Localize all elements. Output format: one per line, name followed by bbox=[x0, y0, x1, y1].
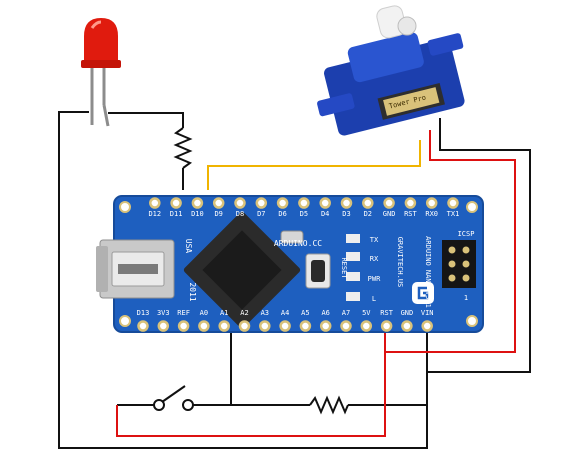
resistor-r1 bbox=[173, 127, 193, 169]
bottom-pin-a3-6 bbox=[259, 320, 271, 332]
board-year-label: 2011 bbox=[188, 282, 197, 301]
push-switch bbox=[153, 385, 194, 411]
bottom-pin-rst-12 bbox=[380, 320, 393, 332]
top-pin-header: TX1 RX0 RST GND D2 D3 D4 D5 D6 D7 D8 D9 D10 D11 D12 bbox=[148, 197, 460, 218]
status-led-tx bbox=[346, 234, 360, 243]
status-led-pwr bbox=[346, 272, 360, 281]
wire-5v-switch bbox=[116, 352, 386, 437]
bottom-pin-label-a7-10: A7 bbox=[342, 309, 350, 317]
resistor-r2 bbox=[309, 395, 349, 415]
bottom-pin-ref-2 bbox=[177, 320, 190, 332]
bottom-pin-label-a0-3: A0 bbox=[200, 309, 208, 317]
top-pin-label-tx1-0: TX1 bbox=[447, 210, 460, 218]
usb-connector bbox=[96, 239, 175, 299]
board-model-label: ARDUINO NANO V3.1 bbox=[424, 236, 432, 308]
board-usa-label: USA bbox=[184, 239, 193, 254]
gravitech-logo bbox=[412, 282, 434, 304]
led bbox=[81, 18, 121, 127]
bottom-pin-a2-5 bbox=[238, 320, 251, 332]
status-led-label-tx: TX bbox=[370, 236, 379, 244]
top-pin-d6-8 bbox=[276, 197, 289, 209]
top-pin-gnd-3 bbox=[383, 197, 395, 209]
top-pin-d11-13 bbox=[170, 197, 182, 209]
top-pin-d8-10 bbox=[234, 197, 246, 209]
top-pin-d7-9 bbox=[255, 197, 268, 209]
board-icsp-label: ICSP bbox=[458, 230, 475, 238]
wire-servo-power bbox=[384, 130, 516, 353]
top-pin-d2-4 bbox=[362, 197, 374, 209]
top-pin-d5-7 bbox=[298, 197, 310, 209]
top-pin-label-rx0-1: RX0 bbox=[425, 210, 438, 218]
wire-led-to-resistor bbox=[108, 112, 184, 128]
board-brand-label: ARDUINO.CC bbox=[274, 239, 322, 248]
bottom-pin-label-a1-4: A1 bbox=[220, 309, 228, 317]
top-pin-label-d8-10: D8 bbox=[236, 210, 244, 218]
bottom-pin-label-a5-8: A5 bbox=[301, 309, 309, 317]
bottom-pin-vin-14 bbox=[421, 320, 433, 332]
arduino-nano-board: ARDUINO.CC RESET USA 2011 ARDUINO NANO V… bbox=[96, 195, 484, 333]
top-pin-label-d7-9: D7 bbox=[257, 210, 265, 218]
bottom-pin-gnd-13 bbox=[401, 320, 413, 332]
reset-button bbox=[305, 253, 331, 289]
bottom-pin-label-vin-14: VIN bbox=[421, 309, 434, 317]
bottom-pin-label-a2-5: A2 bbox=[240, 309, 248, 317]
bottom-pin-a1-4 bbox=[218, 320, 230, 332]
top-pin-d9-11 bbox=[212, 197, 225, 209]
top-pin-label-d5-7: D5 bbox=[300, 210, 308, 218]
board-reset-label: RESET bbox=[340, 257, 348, 279]
top-pin-tx1-0 bbox=[447, 197, 459, 209]
top-pin-label-d10-12: D10 bbox=[191, 210, 204, 218]
bottom-pin-label-a3-6: A3 bbox=[261, 309, 269, 317]
bottom-pin-a4-7 bbox=[279, 320, 291, 332]
bottom-pin-label-a4-7: A4 bbox=[281, 309, 289, 317]
bottom-pin-a7-10 bbox=[340, 320, 352, 332]
bottom-pin-label-a6-9: A6 bbox=[321, 309, 329, 317]
wire-servo-signal bbox=[207, 140, 421, 190]
top-pin-label-d6-8: D6 bbox=[278, 210, 286, 218]
bottom-pin-label-gnd-13: GND bbox=[401, 309, 414, 317]
top-pin-label-d11-13: D11 bbox=[170, 210, 183, 218]
bottom-pin-header: D13 3V3 REF A0 A1 A2 A3 A4 A5 A6 A7 5V RST GND VIN bbox=[137, 309, 434, 332]
top-pin-rst-2 bbox=[404, 197, 417, 209]
bottom-pin-label-ref-2: REF bbox=[177, 309, 190, 317]
top-pin-d10-12 bbox=[191, 197, 204, 209]
status-led-label-l: L bbox=[372, 295, 376, 303]
bottom-pin-label-d13-0: D13 bbox=[137, 309, 150, 317]
microcontroller-chip bbox=[183, 211, 301, 329]
wire-servo-ground bbox=[427, 118, 531, 373]
top-pin-label-d3-5: D3 bbox=[342, 210, 350, 218]
bottom-pin-a5-8 bbox=[299, 320, 312, 332]
status-led-l bbox=[346, 292, 360, 301]
status-led-rx bbox=[346, 252, 360, 261]
icsp-header bbox=[442, 240, 476, 288]
bottom-pin-label-rst-12: RST bbox=[380, 309, 393, 317]
top-pin-rx0-1 bbox=[425, 197, 438, 209]
top-pin-label-d12-14: D12 bbox=[148, 210, 161, 218]
top-pin-d4-6 bbox=[319, 197, 331, 209]
top-pin-label-gnd-3: GND bbox=[383, 210, 396, 218]
bottom-pin-a0-3 bbox=[198, 320, 210, 332]
top-pin-label-d4-6: D4 bbox=[321, 210, 329, 218]
status-led-label-pwr: PWR bbox=[368, 275, 381, 283]
top-pin-label-d2-4: D2 bbox=[364, 210, 372, 218]
top-pin-label-rst-2: RST bbox=[404, 210, 417, 218]
status-led-labels: TX RX PWR L bbox=[368, 236, 381, 303]
bottom-pin-d13-0 bbox=[137, 320, 149, 332]
bottom-pin-label-5v-11: 5V bbox=[362, 309, 371, 317]
crystal bbox=[280, 230, 304, 244]
bottom-pin-3v3-1 bbox=[157, 320, 170, 332]
bottom-pin-a6-9 bbox=[319, 320, 332, 332]
top-pin-label-d9-11: D9 bbox=[214, 210, 222, 218]
bottom-pin-5v-11 bbox=[360, 320, 373, 332]
board-maker-label: GRAVITECH.US bbox=[396, 237, 404, 288]
board-icsp-pin1-label: 1 bbox=[464, 294, 468, 302]
top-pin-d3-5 bbox=[340, 197, 353, 209]
bottom-pin-label-3v3-1: 3V3 bbox=[157, 309, 170, 317]
top-pin-d12-14 bbox=[149, 197, 161, 209]
status-led-label-rx: RX bbox=[370, 255, 379, 263]
servo-motor: Tower Pro bbox=[317, 5, 465, 136]
